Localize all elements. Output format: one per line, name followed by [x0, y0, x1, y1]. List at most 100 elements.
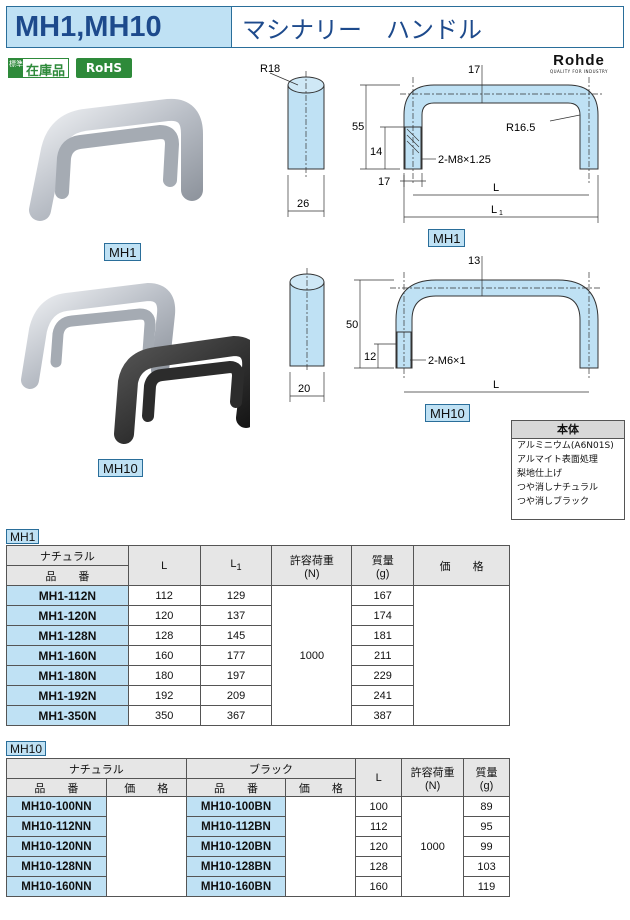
table-row: MH10-112NN MH10-112BN 112 95 — [6, 816, 510, 837]
cell-mass: 241 — [351, 685, 415, 706]
cell-mass: 229 — [351, 665, 415, 686]
cell-L: 128 — [127, 625, 201, 646]
material-line: つや消しナチュラル — [517, 483, 599, 493]
dim-L1-mh1: L — [491, 204, 497, 216]
part-number: MH1-120N — [6, 605, 129, 626]
dim-thread-m6: 2-M6×1 — [428, 355, 466, 367]
dim-55: 55 — [352, 121, 364, 133]
material-line: アルマイト表面処理 — [517, 455, 598, 465]
material-line: つや消しブラック — [517, 497, 590, 507]
th-mass: 質量(g) — [351, 545, 415, 586]
part-number: MH1-180N — [6, 665, 129, 686]
cell-mass: 103 — [463, 856, 510, 877]
cell-mass: 211 — [351, 645, 415, 666]
cell-L: 112 — [355, 816, 403, 837]
cell-mass: 89 — [463, 796, 510, 817]
dim-r18: R18 — [260, 63, 280, 75]
stock-badge-small: 標準 — [9, 59, 23, 77]
cell-L: 192 — [127, 685, 201, 706]
th-part-black: 品 番 — [185, 778, 287, 797]
photo-label-mh1: MH1 — [104, 243, 142, 261]
mh1-handle-photo — [29, 98, 203, 221]
cell-L: 160 — [355, 876, 403, 897]
cell-L: 112 — [127, 585, 201, 606]
th-mass: 質量(g) — [463, 758, 510, 797]
th-L: L — [355, 758, 403, 797]
cell-L1: 367 — [199, 705, 273, 726]
part-number-black: MH10-120BN — [185, 836, 287, 857]
brand-logo: Rohde — [553, 52, 605, 69]
mh10-dimension-drawing: 20 13 50 12 2-M6×1 L — [289, 255, 602, 402]
table-row: MH10-128NN MH10-128BN 128 103 — [6, 856, 510, 877]
th-price: 価 格 — [413, 545, 510, 586]
table-row: MH1-160N 160 177 211 — [6, 645, 510, 666]
table-row: MH1-350N 350 367 387 — [6, 705, 510, 726]
table-row: MH10-160NN MH10-160BN 160 119 — [6, 876, 510, 897]
product-code-title: MH1,MH10 — [6, 6, 232, 48]
cell-mass: 387 — [351, 705, 415, 726]
dim-13: 13 — [468, 255, 480, 267]
th-L1-text: L — [230, 558, 237, 571]
th-price-black: 価 格 — [285, 778, 357, 797]
dim-20: 20 — [298, 383, 310, 395]
table-row: MH1-192N 192 209 241 — [6, 685, 510, 706]
cell-L: 128 — [355, 856, 403, 877]
th-natural: ナチュラル — [6, 758, 187, 779]
cell-load: 1000 — [401, 796, 465, 897]
cell-L: 160 — [127, 645, 201, 666]
photo-label-mh10: MH10 — [98, 459, 143, 477]
cell-L1: 129 — [199, 585, 273, 606]
mh1-dimension-drawing: R18 26 55 14 17 R16.5 2-M8×1.25 17 L L 1 — [260, 63, 602, 223]
dim-L-mh1: L — [493, 182, 499, 194]
th-mass-text: 質量 — [371, 554, 394, 567]
cell-L1: 209 — [199, 685, 273, 706]
cell-mass: 95 — [463, 816, 510, 837]
part-number: MH1-160N — [6, 645, 129, 666]
th-load-text: 許容荷重 — [410, 766, 455, 779]
part-number-natural: MH10-120NN — [6, 836, 107, 857]
dim-14: 14 — [370, 146, 382, 158]
cell-L: 120 — [127, 605, 201, 626]
cell-price-natural — [105, 796, 187, 897]
th-mass-unit: (g) — [479, 779, 494, 792]
dim-17-top: 17 — [468, 64, 480, 76]
material-header: 本体 — [512, 421, 624, 439]
table-row: MH10-120NN MH10-120BN 120 99 — [6, 836, 510, 857]
cell-L: 350 — [127, 705, 201, 726]
dim-17-bottom: 17 — [378, 176, 390, 188]
cell-L1: 137 — [199, 605, 273, 626]
dim-12: 12 — [364, 351, 376, 363]
th-mass-text: 質量 — [475, 766, 498, 779]
th-L: L — [127, 545, 201, 586]
part-number-black: MH10-128BN — [185, 856, 287, 877]
th-price-natural: 価 格 — [105, 778, 187, 797]
dim-r16-5: R16.5 — [506, 122, 535, 134]
th-part: 品 番 — [6, 565, 129, 586]
th-L1-sub: 1 — [236, 562, 242, 573]
table-row: MH1-120N 120 137 174 — [6, 605, 510, 626]
th-mass-unit: (g) — [375, 567, 390, 580]
table-row: MH10-100NN MH10-100BN 100 1000 89 — [6, 796, 510, 897]
table-row: MH1-128N 128 145 181 — [6, 625, 510, 646]
th-part-natural: 品 番 — [6, 778, 107, 797]
stock-badge-main: 在庫品 — [26, 64, 66, 79]
part-number-natural: MH10-100NN — [6, 796, 107, 817]
brand-tagline: QUALITY FOR INDUSTRY — [549, 69, 608, 74]
cell-L1: 197 — [199, 665, 273, 686]
part-number-black: MH10-160BN — [185, 876, 287, 897]
dim-L-mh10: L — [493, 379, 499, 391]
part-number-black: MH10-100BN — [185, 796, 287, 817]
mh10-handle-black-photo — [114, 335, 250, 444]
rohs-badge: RoHS — [76, 58, 132, 78]
cell-mass: 119 — [463, 876, 510, 897]
table-row: MH1-112N 112 129 1000 167 — [6, 585, 510, 726]
part-number: MH1-192N — [6, 685, 129, 706]
section-label-mh10: MH10 — [6, 741, 47, 756]
material-line: 梨地仕上げ — [517, 469, 563, 479]
part-number-natural: MH10-160NN — [6, 876, 107, 897]
th-natural: ナチュラル — [6, 545, 129, 566]
part-number-natural: MH10-128NN — [6, 856, 107, 877]
th-load-text: 許容荷重 — [289, 554, 334, 567]
section-label-mh1: MH1 — [6, 529, 40, 544]
mh10-spec-table: ナチュラル ブラック L 許容荷重(N) 質量(g) 品 番 価 格 品 番 価… — [6, 758, 510, 897]
